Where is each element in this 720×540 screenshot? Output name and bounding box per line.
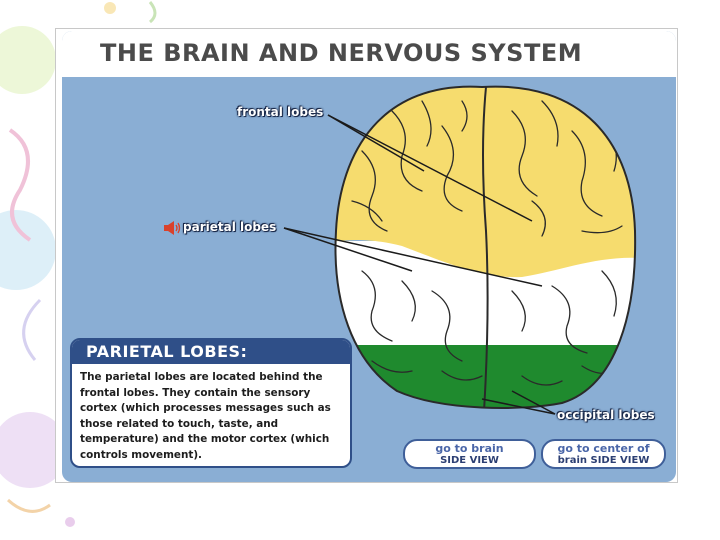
info-panel-title: Parietal Lobes: <box>86 342 248 361</box>
go-to-center-view-line2: brain SIDE VIEW <box>557 455 650 466</box>
frontal-lobe-region[interactable] <box>322 71 652 278</box>
info-panel-header: Parietal Lobes: <box>72 340 350 364</box>
frontal-lobes-label[interactable]: frontal lobes <box>237 105 324 119</box>
speaker-icon[interactable] <box>163 221 181 235</box>
page-title: The Brain and Nervous System <box>100 39 583 67</box>
info-panel: Parietal Lobes: The parietal lobes are l… <box>70 338 352 468</box>
title-bar: The Brain and Nervous System <box>62 31 676 77</box>
brain-diagram <box>283 71 652 415</box>
go-to-side-view-line1: go to brain <box>435 442 504 455</box>
go-to-center-view-button[interactable]: go to center of brain SIDE VIEW <box>541 439 666 469</box>
go-to-center-view-line1: go to center of <box>557 442 650 455</box>
info-panel-body: The parietal lobes are located behind th… <box>80 371 331 461</box>
go-to-side-view-button[interactable]: go to brain SIDE VIEW <box>403 439 536 469</box>
brain-app-window: The Brain and Nervous System <box>62 31 676 482</box>
parietal-lobes-label[interactable]: parietal lobes <box>183 220 277 234</box>
go-to-side-view-line2: SIDE VIEW <box>440 455 499 466</box>
occipital-lobes-label[interactable]: occipital lobes <box>557 408 655 422</box>
